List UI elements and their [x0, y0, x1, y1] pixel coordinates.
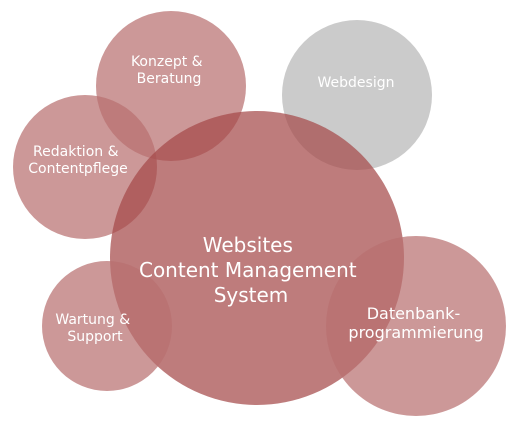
label-datenbank: Datenbank- programmierung [348, 304, 483, 342]
bubble-wartung [42, 261, 172, 391]
label-center: Websites Content Management System [139, 233, 363, 307]
label-wartung: Wartung & Support [55, 312, 134, 345]
label-konzept: Konzept & Beratung [131, 54, 207, 87]
bubble-datenbank [326, 236, 506, 416]
label-webdesign: Webdesign [318, 75, 395, 91]
label-redaktion: Redaktion & Contentpflege [28, 144, 128, 177]
